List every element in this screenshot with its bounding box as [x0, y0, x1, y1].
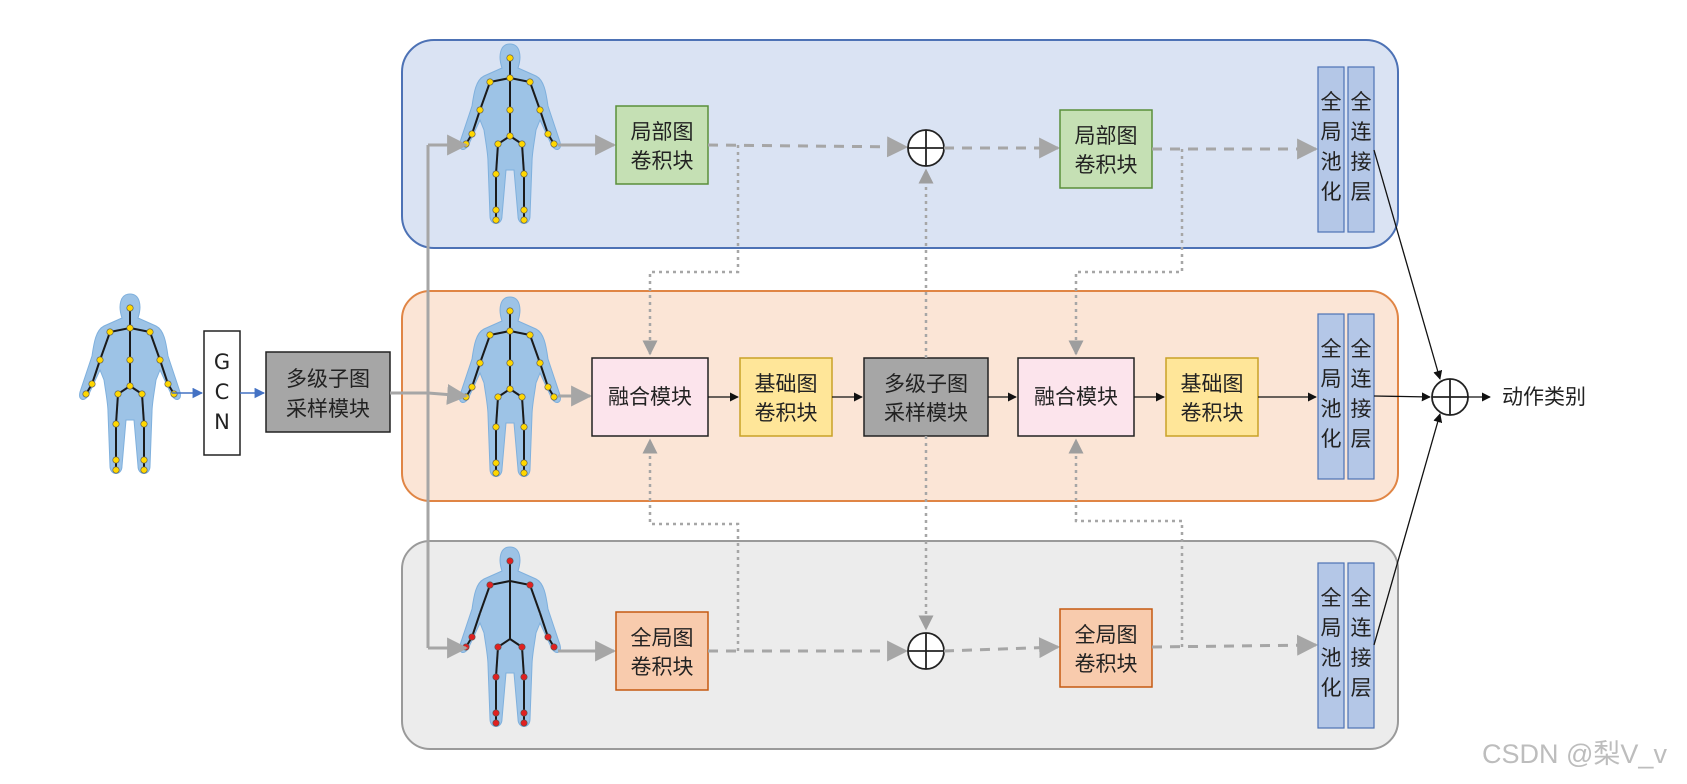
fusion-2-label: 融合模块	[1034, 385, 1118, 409]
fc-layer-mid	[1347, 313, 1375, 480]
fc-layer-bottom-char-4: 层	[1351, 676, 1372, 700]
global-skeleton-icon	[459, 546, 561, 727]
dotted-connections	[642, 145, 1184, 651]
global-pool-mid-char-3: 池	[1321, 397, 1342, 421]
output-label: 动作类别	[1502, 385, 1586, 409]
fc-layer-bottom-char-1: 全	[1351, 586, 1372, 610]
fc-layer-top-char-4: 层	[1351, 180, 1372, 204]
local-conv-1-line-2: 卷积块	[631, 149, 694, 173]
base-skeleton-icon	[459, 296, 561, 477]
basic-conv-1-line-1: 基础图	[755, 372, 818, 396]
fc-layer-top	[1347, 66, 1375, 233]
global-conv-1-line-2: 卷积块	[631, 655, 694, 679]
global-pool-bottom-char-3: 池	[1321, 646, 1342, 670]
global-pool-bottom-char-2: 局	[1321, 616, 1342, 640]
fc-layer-top-char-1: 全	[1351, 90, 1372, 114]
global-pool-bottom	[1317, 562, 1345, 729]
head-mid	[1317, 313, 1375, 480]
arrow-to-base-skeleton	[427, 384, 469, 405]
sampling-left-line-2: 采样模块	[286, 397, 370, 421]
global-pool-top-char-4: 化	[1321, 180, 1342, 204]
global-pool-mid	[1317, 313, 1345, 480]
fc-layer-top-char-3: 接	[1351, 150, 1372, 174]
basic-conv-2-line-2: 卷积块	[1181, 401, 1244, 425]
global-pool-top-char-3: 池	[1321, 150, 1342, 174]
global-conv-1-line-1: 全局图	[631, 626, 694, 650]
fc-layer-mid-char-4: 层	[1351, 427, 1372, 451]
dashed-global-2-to-head	[1151, 634, 1319, 656]
local-conv-block-2	[1059, 109, 1153, 189]
global-pool-bottom-char-1: 全	[1321, 586, 1342, 610]
fc-layer-bottom-char-3: 接	[1351, 646, 1372, 670]
global-pool-mid-char-4: 化	[1321, 427, 1342, 451]
global-pool-top-char-2: 局	[1321, 120, 1342, 144]
sampling-mid-line-1: 多级子图	[884, 372, 968, 396]
fc-layer-top-char-2: 连	[1351, 120, 1372, 144]
gcn-letter-1: G	[214, 350, 230, 374]
arrow-top-head-to-sum	[1373, 149, 1443, 380]
sampling-left-line-1: 多级子图	[286, 367, 370, 391]
global-conv-block-2	[1059, 608, 1153, 688]
sum-node-final	[1431, 378, 1469, 416]
global-pool-mid-char-2: 局	[1321, 367, 1342, 391]
sum-node-top	[907, 129, 945, 167]
sampling-block-left	[265, 351, 391, 433]
global-conv-2-line-1: 全局图	[1075, 623, 1138, 647]
arrow-bottom-head-to-sum	[1373, 413, 1443, 646]
fc-layer-bottom-char-2: 连	[1351, 616, 1372, 640]
gcn-letter-2: C	[215, 380, 230, 404]
fusion-block-2	[1017, 357, 1135, 437]
sum-node-bottom	[907, 632, 945, 670]
local-conv-1-line-1: 局部图	[631, 120, 694, 144]
local-conv-2-line-1: 局部图	[1075, 124, 1138, 148]
global-pool-top-char-1: 全	[1321, 90, 1342, 114]
fc-layer-bottom	[1347, 562, 1375, 729]
basic-conv-1-line-2: 卷积块	[755, 401, 818, 425]
fc-layer-mid-char-2: 连	[1351, 367, 1372, 391]
fc-layer-mid-char-3: 接	[1351, 397, 1372, 421]
global-pool-mid-char-1: 全	[1321, 337, 1342, 361]
watermark: CSDN @梨V_v	[1482, 739, 1667, 769]
global-pool-bottom-char-4: 化	[1321, 676, 1342, 700]
global-conv-2-line-2: 卷积块	[1075, 652, 1138, 676]
global-conv-block-1	[615, 611, 709, 691]
fusion-block-1	[591, 357, 709, 437]
head-top	[1317, 66, 1375, 233]
gcn-letter-3: N	[214, 410, 230, 434]
gcn-block	[203, 330, 241, 456]
connector-to-branches	[390, 145, 430, 648]
dashed-local-1-to-sum	[707, 136, 909, 158]
local-conv-2-line-2: 卷积块	[1075, 153, 1138, 177]
fusion-1-label: 融合模块	[608, 385, 692, 409]
head-bottom	[1317, 562, 1375, 729]
global-pool-top	[1317, 66, 1345, 233]
arrow-mid-head-to-sum	[1373, 392, 1431, 402]
basic-conv-block-2	[1165, 357, 1259, 437]
fc-layer-mid-char-1: 全	[1351, 337, 1372, 361]
basic-conv-2-line-1: 基础图	[1181, 372, 1244, 396]
sampling-mid-line-2: 采样模块	[884, 401, 968, 425]
input-skeleton-icon	[79, 293, 181, 474]
dashed-sum-to-global-2	[943, 637, 1061, 659]
local-conv-block-1	[615, 105, 709, 185]
